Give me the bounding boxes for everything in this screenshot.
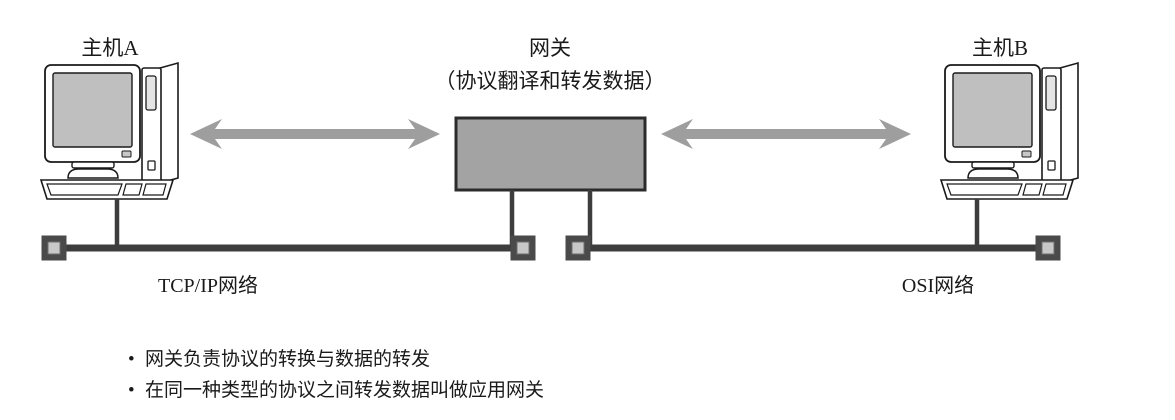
tower-power-button <box>1047 160 1056 171</box>
tower-power-button <box>147 160 156 171</box>
list-item: • 在同一种类型的协议之间转发数据叫做应用网关 <box>128 379 544 401</box>
monitor-stand-base <box>967 168 1019 179</box>
host-a-monitor <box>44 64 141 179</box>
keyboard-main-keys <box>46 183 123 196</box>
tcpip-network-label: TCP/IP网络 <box>158 274 258 297</box>
terminator-inner <box>571 241 585 255</box>
terminator-inner <box>516 241 530 255</box>
note-text: 在同一种类型的协议之间转发数据叫做应用网关 <box>145 379 544 401</box>
note-text: 网关负责协议的转换与数据的转发 <box>145 348 430 370</box>
host-b-monitor <box>944 64 1041 179</box>
double-headed-arrow-icon <box>190 119 440 149</box>
gateway-subtitle: （协议翻译和转发数据） <box>435 69 666 93</box>
bullet-marker-icon: • <box>128 380 135 401</box>
bus-terminator-left <box>41 235 67 261</box>
terminator-inner <box>47 241 61 255</box>
terminator-inner <box>1041 241 1055 255</box>
host-a-label: 主机A <box>81 36 139 60</box>
keyboard-numpad-keys <box>1042 183 1067 196</box>
host-a-tower <box>141 61 179 185</box>
osi-network-bus <box>565 235 1061 261</box>
keyboard-numpad-keys <box>142 183 167 196</box>
host-a-computer <box>39 61 179 248</box>
monitor-power-led <box>1021 150 1032 158</box>
bus-terminator-right <box>510 235 536 261</box>
host-b-keyboard <box>939 179 1075 200</box>
gateway-box <box>454 116 647 192</box>
monitor-stand-base <box>67 168 119 179</box>
bus-terminator-left <box>565 235 591 261</box>
gateway-title: 网关 <box>529 36 571 60</box>
host-b-label: 主机B <box>972 36 1028 60</box>
bullet-marker-icon: • <box>128 349 135 370</box>
tower-drive-slot <box>145 75 157 111</box>
gateway-device <box>454 116 647 248</box>
tower-side-panel <box>1059 61 1079 185</box>
host-a-keyboard <box>39 179 175 200</box>
monitor-stand-neck <box>971 161 1015 169</box>
tower-side-panel <box>159 61 179 185</box>
monitor-screen <box>952 72 1033 148</box>
host-b-computer <box>939 61 1079 248</box>
arrow-host-a-to-gateway <box>190 119 440 149</box>
osi-network-label: OSI网络 <box>902 274 974 297</box>
monitor-stand-neck <box>71 161 115 169</box>
notes-list: • 网关负责协议的转换与数据的转发 • 在同一种类型的协议之间转发数据叫做应用网… <box>128 348 544 401</box>
monitor-screen <box>52 72 133 148</box>
host-b-tower <box>1041 61 1079 185</box>
keyboard-nav-keys <box>1022 183 1043 196</box>
keyboard-main-keys <box>946 183 1023 196</box>
double-headed-arrow-icon <box>661 119 911 149</box>
keyboard-nav-keys <box>122 183 143 196</box>
monitor-power-led <box>121 150 132 158</box>
tower-drive-slot <box>1045 75 1057 111</box>
arrow-gateway-to-host-b <box>661 119 911 149</box>
list-item: • 网关负责协议的转换与数据的转发 <box>128 348 430 370</box>
bus-terminator-right <box>1035 235 1061 261</box>
tcpip-network-bus <box>41 235 536 261</box>
